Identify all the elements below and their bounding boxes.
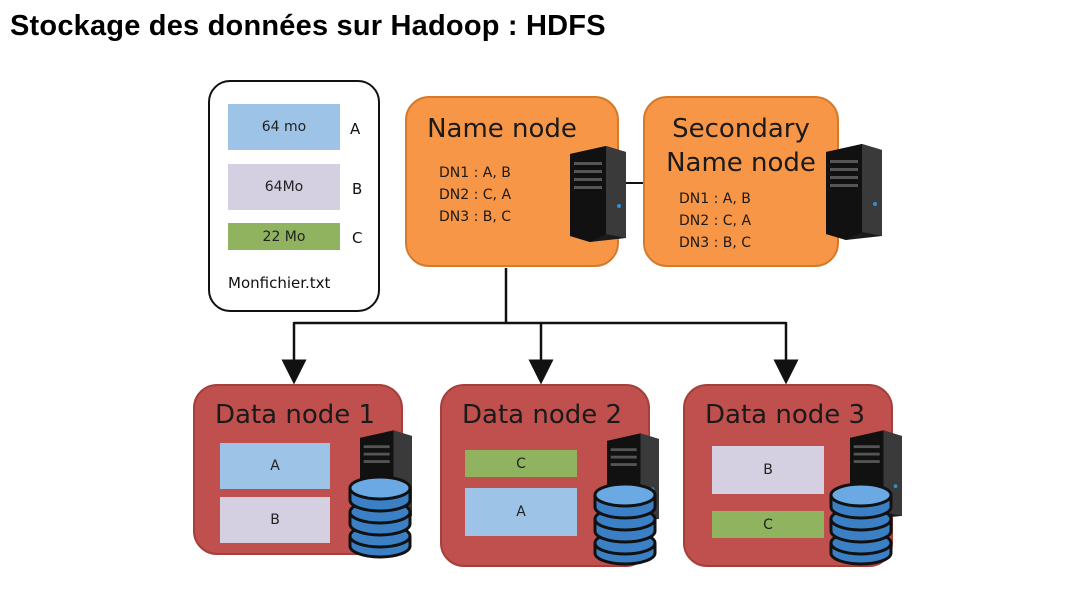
database-icon [829,482,893,566]
page-title: Stockage des données sur Hadoop : HDFS [10,10,606,42]
file-block-a: 64 mo [228,104,340,150]
name-node-entry-dn2: DN2 : C, A [439,187,512,203]
data-node-2-title: Data node 2 [462,400,623,430]
name-node-entry-dn3: DN3 : B, C [439,209,512,225]
secondary-name-node-box: Secondary Name node DN1 : A, B DN2 : C, … [643,96,839,267]
file-name: Monfichier.txt [228,274,331,292]
data-node-1-block-b: B [220,497,330,543]
data-node-3-title: Data node 3 [705,400,866,430]
data-node-2-block-c: C [465,450,577,477]
file-block-b-tag: B [352,180,363,198]
secondary-name-node-title-line1: Secondary [672,114,810,144]
secondary-name-node-title-line2: Name node [666,148,816,178]
data-node-1-title: Data node 1 [215,400,376,430]
secondary-entry-dn2: DN2 : C, A [679,213,752,229]
secondary-name-node-map: DN1 : A, B DN2 : C, A DN3 : B, C [679,188,751,254]
secondary-entry-dn1: DN1 : A, B [679,191,751,207]
data-node-3-block-b: B [712,446,824,494]
data-node-3-block-c: C [712,511,824,538]
file-block-c: 22 Mo [228,223,340,250]
file-box: 64 mo A 64Mo B 22 Mo C Monfichier.txt [208,80,380,312]
database-icon [348,475,412,559]
secondary-entry-dn3: DN3 : B, C [679,235,752,251]
server-icon [570,146,626,242]
data-node-1-block-a: A [220,443,330,489]
file-block-c-tag: C [352,229,363,247]
name-node-map: DN1 : A, B DN2 : C, A DN3 : B, C [439,162,511,228]
database-icon [593,482,657,566]
name-node-entry-dn1: DN1 : A, B [439,165,511,181]
secondary-name-node-title: Secondary Name node [645,112,837,180]
server-icon [826,144,882,240]
data-node-2-block-a: A [465,488,577,536]
file-block-a-tag: A [350,120,361,138]
name-node-title: Name node [427,114,577,144]
file-block-b: 64Mo [228,164,340,210]
